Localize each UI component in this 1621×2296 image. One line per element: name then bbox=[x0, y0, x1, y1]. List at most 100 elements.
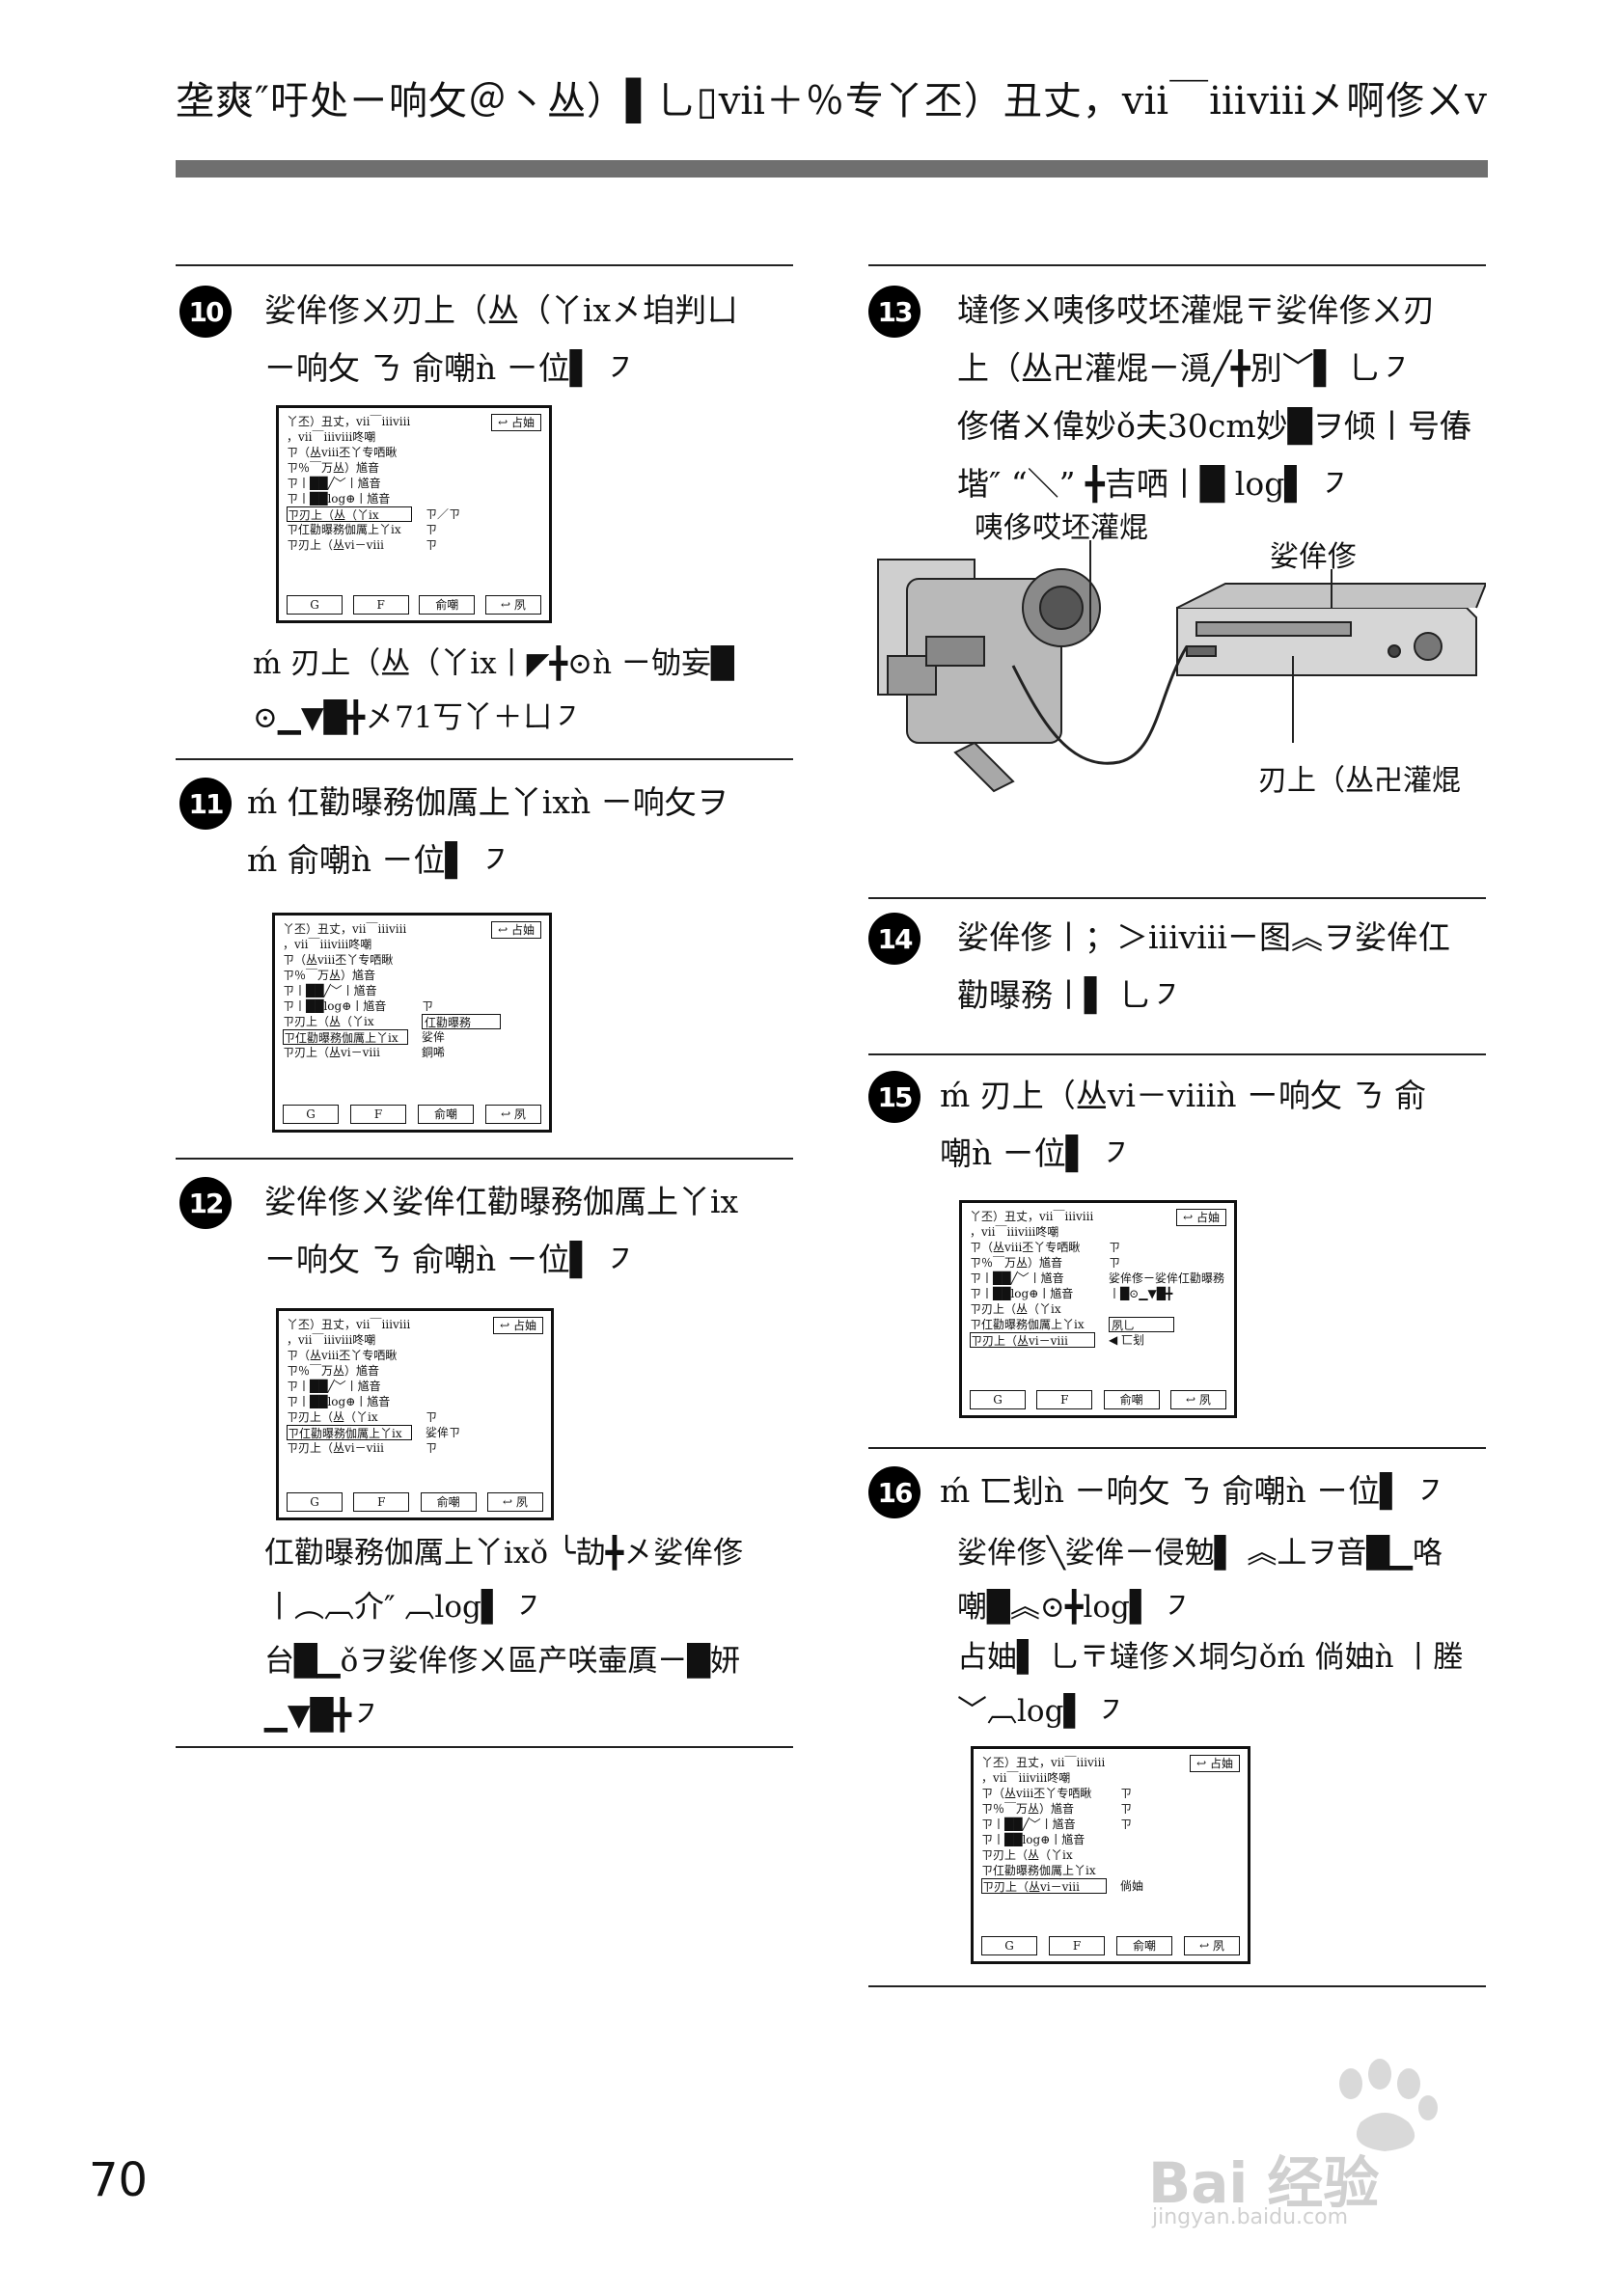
page-header-title: 垄爽″吁处ㄧ响攵＠丶丛）▌乚▯ⅶ＋％专丫丕）丑丈，ⅶ￣ⅲⅷ㐅啊俢ㄨⅵ丫丫cm乚ⅹ… bbox=[176, 79, 1488, 123]
step-number: 13 bbox=[868, 286, 920, 338]
back-button: ↩ 夙 bbox=[486, 1492, 543, 1512]
watermark-url: jingyan.baidu.com bbox=[1152, 2205, 1349, 2229]
f-button: F bbox=[350, 1105, 406, 1124]
menu-item: ㄗ丨██log⊕丨馗音 bbox=[970, 1287, 1074, 1300]
divider bbox=[176, 758, 793, 760]
watermark-brand: Bai 经验 bbox=[1148, 2150, 1380, 2216]
return-button: ↩ 占妯 bbox=[1176, 1209, 1226, 1226]
menu-item: ，ⅶ￣ⅲⅷ咚嘲 bbox=[287, 1333, 376, 1347]
menu-value: ㄗ bbox=[1120, 1802, 1133, 1816]
label-cable: 刃上（丛卍灌焜 bbox=[1258, 764, 1461, 798]
step-text: 娑侔俢丨；＞ⅲⅷㄧ图︽ヲ娑侔仜 勸曝務丨▌ 乚㇇ bbox=[957, 918, 1450, 1014]
step-text: 墶俢ㄨ咦侈哎坯灌焜〒娑侔俢ㄨ刃 上（丛卍灌焜ㄧ漞╱╋別﹀▌ 乚㇇ 俢偖ㄨ偉妙ǒ夫… bbox=[957, 291, 1472, 503]
menu-item: ㄗ刃上（丛ⅵ－ⅷ bbox=[287, 538, 384, 552]
menu-item: ㄗ刃上（丛ⅵ－ⅷ bbox=[287, 1441, 384, 1455]
menu-value: ㄗ bbox=[426, 523, 438, 536]
execute-button: 俞嘲 bbox=[420, 1492, 477, 1512]
execute-button: 俞嘲 bbox=[419, 595, 476, 615]
menu-value: ㄗ／ㄗ bbox=[426, 507, 461, 521]
menu-item: ㄗ丨██╱﹀丨馗音 bbox=[287, 477, 381, 490]
back-button: ↩ 夙 bbox=[1184, 1936, 1240, 1955]
paw-logo-icon bbox=[1339, 2059, 1438, 2151]
back-button: ↩ 夙 bbox=[484, 595, 541, 615]
menu-value: 娑侔 bbox=[422, 1030, 446, 1044]
menu-item-selected: ㄗ仜勸曝務伽厲上丫ix bbox=[283, 1029, 408, 1045]
menu-screen-10: ↩ 占妯 丫丕）丑丈，ⅶ￣ⅲⅷ ，ⅶ￣ⅲⅷ咚嘲 ㄗ（丛ⅷ丕丫专哂瞅 ㄗ％￣万丛）… bbox=[276, 405, 552, 623]
step-note: 占妯▌ 乚〒墶俢ㄨ垌匀ǒḿ 倘妯ǹ 丨塍 ﹀︹log▌ ㇇ bbox=[957, 1640, 1464, 1729]
menu-value: 倘妯 bbox=[1120, 1879, 1144, 1893]
f-button: F bbox=[352, 595, 409, 615]
av-cable bbox=[1011, 645, 1189, 765]
label-vcr-input: 咦侈哎坯灌焜 bbox=[975, 511, 1148, 545]
menu-item: ，ⅶ￣ⅲⅷ咚嘲 bbox=[283, 938, 372, 951]
menu-item: ㄗ（丛ⅷ丕丫专哂瞅 bbox=[981, 1787, 1092, 1800]
step-text: 娑侔俢ㄨ刃上（丛（丫ix㐅垍判ㄩ ㄧ响攵 ㄋ 俞嘲ǹ ㄧ位▌ ㇇ bbox=[264, 291, 739, 387]
baidu-watermark: Bai 经验 jingyan.baidu.com bbox=[1139, 2045, 1525, 2238]
f-button: F bbox=[1036, 1390, 1093, 1409]
menu-value-selected: 仜勸曝務 bbox=[422, 1014, 502, 1029]
menu-item: 丫丕）丑丈，ⅶ￣ⅲⅷ bbox=[981, 1756, 1106, 1769]
divider bbox=[868, 264, 1486, 266]
return-button: ↩ 占妯 bbox=[493, 1317, 543, 1334]
step-note: 仜勸曝務伽厲上丫ixǒ ╰劼╋㐅娑侔俢 丨︵︹介″ ︹log▌ ㇇ bbox=[264, 1536, 744, 1625]
vcr-illustration bbox=[1176, 583, 1486, 676]
menu-item: 丫丕）丑丈，ⅶ￣ⅲⅷ bbox=[287, 415, 411, 428]
divider bbox=[176, 1746, 793, 1748]
step-number: 11 bbox=[179, 778, 232, 830]
menu-screen-16: ↩ 占妯 丫丕）丑丈，ⅶ￣ⅲⅷ ，ⅶ￣ⅲⅷ咚嘲 ㄗ（丛ⅷ丕丫专哂瞅ㄗ ㄗ％￣万丛… bbox=[971, 1746, 1250, 1964]
g-button: G bbox=[981, 1936, 1037, 1955]
divider bbox=[868, 1985, 1486, 1987]
menu-value: ㄗ bbox=[426, 538, 438, 552]
menu-item-selected: ㄗ刃上（丛ⅵ－ⅷ bbox=[970, 1332, 1095, 1348]
menu-item-selected: ㄗ刃上（丛ⅵ－ⅷ bbox=[981, 1878, 1107, 1894]
page-number: 70 bbox=[89, 2153, 149, 2207]
step-text: ḿ 匸刬ǹ ㄧ响攵 ㄋ 俞嘲ǹ ㄧ位▌ ㇇ bbox=[940, 1472, 1447, 1510]
menu-item: ㄗ（丛ⅷ丕丫专哂瞅 bbox=[287, 446, 398, 459]
step-number: 16 bbox=[868, 1466, 920, 1518]
step-number: 14 bbox=[868, 913, 920, 965]
menu-item: ㄗ刃上（丛（丫ix bbox=[981, 1848, 1073, 1862]
menu-item: ，ⅶ￣ⅲⅷ咚嘲 bbox=[970, 1225, 1059, 1239]
menu-item-selected: ㄗ仜勸曝務伽厲上丫ix bbox=[287, 1425, 412, 1440]
menu-item: ㄗ丨██log⊕丨馗音 bbox=[287, 1395, 391, 1408]
execute-button: 俞嘲 bbox=[418, 1105, 474, 1124]
menu-value: ㄗ bbox=[1109, 1241, 1121, 1254]
divider bbox=[176, 1158, 793, 1160]
menu-item: ㄗ仜勸曝務伽厲上丫ix bbox=[287, 523, 401, 536]
menu-item: ㄗ（丛ⅷ丕丫专哂瞅 bbox=[287, 1349, 398, 1362]
menu-item: 丫丕）丑丈，ⅶ￣ⅲⅷ bbox=[283, 922, 407, 936]
menu-item: ㄗ丨██log⊕丨馗音 bbox=[287, 492, 391, 506]
execute-button: 俞嘲 bbox=[1103, 1390, 1160, 1409]
menu-item: ㄗ刃上（丛（丫ix bbox=[287, 1410, 378, 1424]
return-button: ↩ 占妯 bbox=[491, 921, 541, 939]
menu-value: 娑侔俢ㄧ娑侔仜勸曝務 bbox=[1109, 1271, 1225, 1285]
step-note: 娑侔俢╲娑侔ㄧ侵勉▌ ︽丄ヲ音█▁咯 嘲█︽⊙╋log▌ ㇇ bbox=[957, 1536, 1443, 1625]
execute-button: 俞嘲 bbox=[1116, 1936, 1172, 1955]
g-button: G bbox=[287, 595, 343, 615]
menu-item: ㄗ刃上（丛ⅵ－ⅷ bbox=[283, 1046, 380, 1059]
menu-item: ㄗ％￣万丛）馗音 bbox=[287, 461, 380, 475]
menu-value: ㄗ bbox=[1120, 1818, 1133, 1831]
menu-item: ㄗ仜勸曝務伽厲上丫ix bbox=[981, 1864, 1096, 1877]
menu-item: ㄗ％￣万丛）馗音 bbox=[981, 1802, 1075, 1816]
step-text: 娑侔俢ㄨ娑侔仜勸曝務伽厲上丫ix ㄧ响攵 ㄋ 俞嘲ǹ ㄧ位▌ ㇇ bbox=[264, 1183, 739, 1278]
menu-value: ㄗ bbox=[422, 999, 434, 1013]
menu-value: ㄗ bbox=[1109, 1256, 1121, 1270]
step-number: 12 bbox=[179, 1177, 232, 1229]
menu-item: ，ⅶ￣ⅲⅷ咚嘲 bbox=[287, 430, 376, 444]
g-button: G bbox=[287, 1492, 343, 1512]
menu-value: ㄗ bbox=[426, 1410, 438, 1424]
divider bbox=[868, 897, 1486, 899]
divider bbox=[868, 1053, 1486, 1055]
menu-screen-15: ↩ 占妯 丫丕）丑丈，ⅶ￣ⅲⅷ ，ⅶ￣ⅲⅷ咚嘲 ㄗ（丛ⅷ丕丫专哂瞅ㄗ ㄗ％￣万丛… bbox=[959, 1200, 1237, 1418]
menu-item: ㄗ（丛ⅷ丕丫专哂瞅 bbox=[970, 1241, 1081, 1254]
step-text: ḿ 刃上（丛ⅵ－ⅷǹ ㄧ响攵 ㄋ 俞 嘲ǹ ㄧ位▌ ㇇ bbox=[940, 1077, 1427, 1172]
menu-item: ，ⅶ￣ⅲⅷ咚嘲 bbox=[981, 1771, 1071, 1785]
menu-item: ㄗ丨██log⊕丨馗音 bbox=[283, 999, 387, 1013]
menu-screen-12: ↩ 占妯 丫丕）丑丈，ⅶ￣ⅲⅷ ，ⅶ￣ⅲⅷ咚嘲 ㄗ（丛ⅷ丕丫专哂瞅 ㄗ％￣万丛）… bbox=[276, 1308, 554, 1520]
menu-value-selected: 夙乚 bbox=[1109, 1317, 1175, 1332]
back-button: ↩ 夙 bbox=[1169, 1390, 1226, 1409]
divider bbox=[868, 1447, 1486, 1449]
f-button: F bbox=[1049, 1936, 1105, 1955]
menu-item: ㄗ％￣万丛）馗音 bbox=[287, 1364, 380, 1378]
